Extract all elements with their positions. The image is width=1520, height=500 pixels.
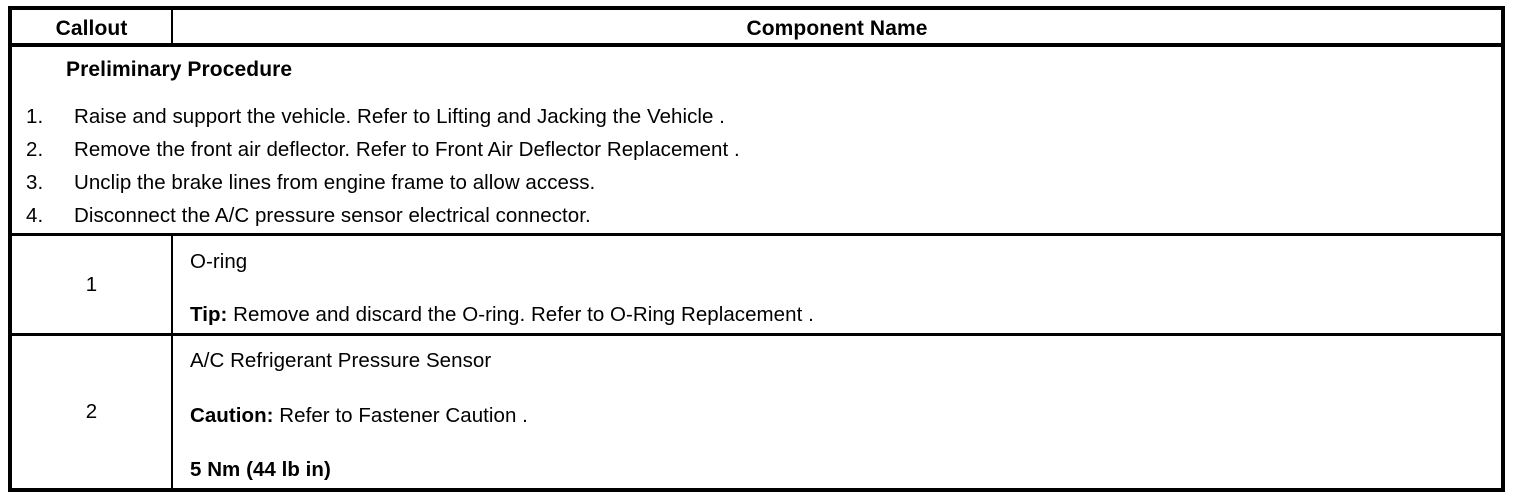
preliminary-procedure-title: Preliminary Procedure [66,58,293,81]
list-item-text: Raise and support the vehicle. Refer to … [74,105,725,128]
table-row: 1 O-ring Tip: Remove and discard the O-r… [12,236,1501,336]
procedure-table: Callout Component Name Preliminary Proce… [8,6,1505,492]
component-cell: A/C Refrigerant Pressure Sensor Caution:… [173,336,1501,488]
component-note: Caution: Refer to Fastener Caution . [190,403,528,429]
list-item-number: 4. [26,204,44,227]
callout-number: 2 [12,336,173,488]
note-label: Caution: [190,404,274,427]
component-name: A/C Refrigerant Pressure Sensor [190,349,492,372]
list-item-text: Unclip the brake lines from engine frame… [74,171,596,194]
callout-number: 1 [12,236,173,333]
component-name: O-ring [190,250,248,273]
list-item-number: 3. [26,171,44,194]
list-item: 2. Remove the front air deflector. Refer… [26,133,740,166]
list-item-number: 2. [26,138,44,161]
list-item: 1. Raise and support the vehicle. Refer … [26,100,740,133]
list-item: 3. Unclip the brake lines from engine fr… [26,166,740,199]
note-label: Tip: [190,303,228,326]
table-header-row: Callout Component Name [12,10,1501,47]
component-cell: O-ring Tip: Remove and discard the O-rin… [173,236,1501,333]
column-header-component-name: Component Name [746,16,928,40]
column-header-callout: Callout [12,10,173,47]
preliminary-procedure-list: 1. Raise and support the vehicle. Refer … [26,100,740,232]
list-item: 4. Disconnect the A/C pressure sensor el… [26,199,740,232]
note-text: Remove and discard the O-ring. Refer to … [227,303,814,326]
component-note: Tip: Remove and discard the O-ring. Refe… [190,302,814,328]
list-item-number: 1. [26,105,44,128]
preliminary-procedure-row: Preliminary Procedure 1. Raise and suppo… [12,47,1501,236]
torque-spec: 5 Nm (44 lb in) [190,458,331,481]
note-text: Refer to Fastener Caution . [273,404,528,427]
list-item-text: Disconnect the A/C pressure sensor elect… [74,204,591,227]
table-row: 2 A/C Refrigerant Pressure Sensor Cautio… [12,336,1501,488]
list-item-text: Remove the front air deflector. Refer to… [74,138,740,161]
